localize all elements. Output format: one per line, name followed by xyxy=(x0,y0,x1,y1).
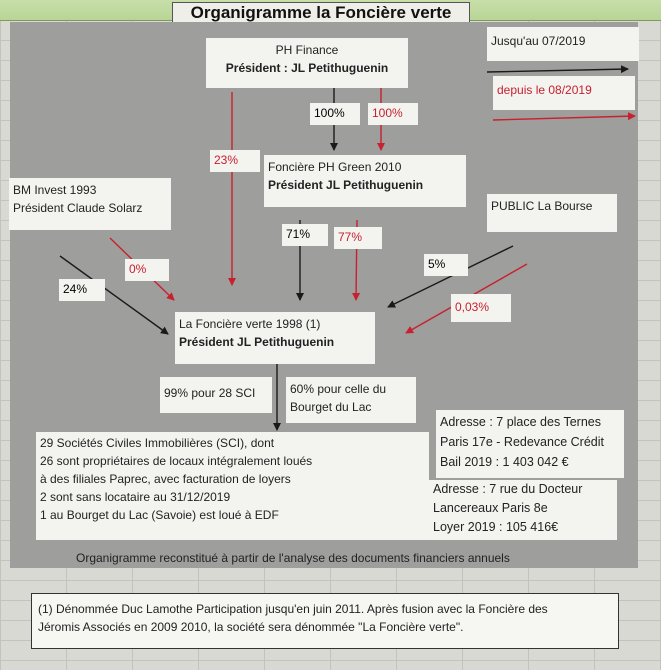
pct-ph-verte-red: 23% xyxy=(210,150,260,172)
sci-line-4: 2 sont sans locataire au 31/12/2019 xyxy=(40,490,231,504)
pct-ph-green-black: 100% xyxy=(310,103,360,125)
entity-fonciere-verte: La Foncière verte 1998 (1) Président JL … xyxy=(175,312,375,364)
source-caption: Organigramme reconstitué à partir de l'a… xyxy=(76,551,510,565)
sci-line-3: à des filiales Paprec, avec facturation … xyxy=(40,472,291,486)
diagram-title: Organigramme la Foncière verte xyxy=(172,2,470,24)
footnote-line-2: Jéromis Associés en 2009 2010, la sociét… xyxy=(38,620,464,634)
pct-public-verte-red: 0,03% xyxy=(451,294,511,322)
ph-green-president: Président JL Petithuguenin xyxy=(268,178,424,192)
pct-ph-green-red: 100% xyxy=(368,103,418,125)
sci-right-label: 60% pour celle du Bourget du Lac xyxy=(286,377,416,423)
bm-invest-president: Président Claude Solarz xyxy=(13,201,143,215)
arrow-public-verte-black xyxy=(387,245,514,308)
legend-since-label: depuis le 08/2019 xyxy=(493,76,635,110)
arrow-bm-verte-black xyxy=(59,255,169,335)
address-2-line-3: Loyer 2019 : 105 416€ xyxy=(433,520,559,534)
address-lancereaux: Adresse : 7 rue du Docteur Lancereaux Pa… xyxy=(429,480,617,540)
ph-green-name: Foncière PH Green 2010 xyxy=(268,160,402,174)
sci-line-2: 26 sont propriétaires de locaux intégral… xyxy=(40,454,313,468)
sci-left-label: 99% pour 28 SCI xyxy=(160,377,272,413)
fonciere-verte-name: La Foncière verte 1998 (1) xyxy=(179,317,321,331)
sci-left-text: 99% pour 28 SCI xyxy=(164,386,256,400)
pct-public-verte-black: 5% xyxy=(424,254,468,276)
sci-right-text-2: Bourget du Lac xyxy=(290,400,372,414)
entity-ph-finance: PH Finance Président : JL Petithuguenin xyxy=(206,38,408,88)
footnote: (1) Dénommée Duc Lamothe Participation j… xyxy=(31,593,619,649)
pct-green-verte-black: 71% xyxy=(282,224,328,246)
sci-line-1: 29 Sociétés Civiles Immobilières (SCI), … xyxy=(40,436,275,450)
sci-description: 29 Sociétés Civiles Immobilières (SCI), … xyxy=(36,432,429,540)
pct-green-verte-red: 77% xyxy=(334,227,382,249)
address-2-line-2: Lancereaux Paris 8e xyxy=(433,501,548,515)
ph-finance-president: Président : JL Petithuguenin xyxy=(225,61,389,75)
address-1-line-2: Paris 17e - Redevance Crédit xyxy=(440,435,604,449)
fonciere-verte-president: Président JL Petithuguenin xyxy=(179,335,335,349)
address-1-line-1: Adresse : 7 place des Ternes xyxy=(440,415,601,429)
legend-since-text: depuis le 08/2019 xyxy=(497,83,592,97)
bm-invest-name: BM Invest 1993 xyxy=(13,183,97,197)
address-2-line-1: Adresse : 7 rue du Docteur xyxy=(433,482,583,496)
entity-bm-invest: BM Invest 1993 Président Claude Solarz xyxy=(9,178,171,230)
sci-line-5: 1 au Bourget du Lac (Savoie) est loué à … xyxy=(40,508,279,522)
footnote-line-1: (1) Dénommée Duc Lamothe Participation j… xyxy=(38,602,548,616)
public-name: PUBLIC La Bourse xyxy=(491,199,593,213)
legend-red-arrow xyxy=(492,112,636,121)
legend-until-label: Jusqu'au 07/2019 xyxy=(487,27,639,61)
pct-bm-verte-black: 24% xyxy=(59,279,105,301)
legend-black-arrow xyxy=(486,65,629,74)
entity-public: PUBLIC La Bourse xyxy=(487,194,617,232)
entity-ph-green: Foncière PH Green 2010 Président JL Peti… xyxy=(264,155,466,207)
address-ternes: Adresse : 7 place des Ternes Paris 17e -… xyxy=(436,410,624,478)
sci-right-text-1: 60% pour celle du xyxy=(290,382,387,396)
address-1-line-3: Bail 2019 : 1 403 042 € xyxy=(440,455,569,469)
ph-finance-name: PH Finance xyxy=(275,43,339,57)
pct-bm-verte-red: 0% xyxy=(125,259,169,281)
legend-until-text: Jusqu'au 07/2019 xyxy=(491,34,586,48)
